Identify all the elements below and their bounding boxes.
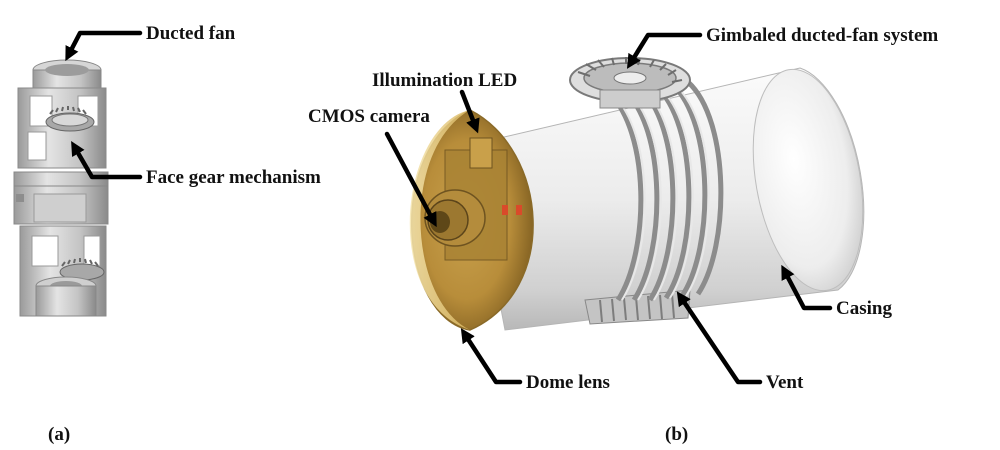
arrow-gimbaled: [626, 32, 703, 69]
annotation-arrows: [65, 30, 833, 385]
gimbal-mechanism-render: [13, 59, 109, 317]
panel-label-a: (a): [48, 424, 70, 445]
label-dome-lens: Dome lens: [526, 372, 610, 393]
label-illumination-led: Illumination LED: [372, 70, 517, 91]
arrow-ducted-fan: [65, 30, 143, 62]
label-ducted-fan: Ducted fan: [146, 23, 236, 44]
arrow-illumination-led: [459, 89, 480, 134]
panel-label-b: (b): [665, 424, 688, 445]
arrow-casing: [781, 264, 833, 311]
arrow-dome-lens: [460, 328, 523, 385]
label-vent: Vent: [766, 372, 804, 393]
label-casing: Casing: [836, 298, 892, 319]
arrow-vent: [676, 291, 763, 385]
label-gimbaled-ducted-fan-system: Gimbaled ducted-fan system: [706, 25, 938, 46]
capsule-robot-render: [409, 57, 865, 331]
arrow-cmos-camera: [384, 131, 437, 228]
arrow-face-gear: [71, 141, 143, 180]
label-face-gear-mechanism: Face gear mechanism: [146, 167, 321, 188]
label-cmos-camera: CMOS camera: [308, 106, 430, 127]
